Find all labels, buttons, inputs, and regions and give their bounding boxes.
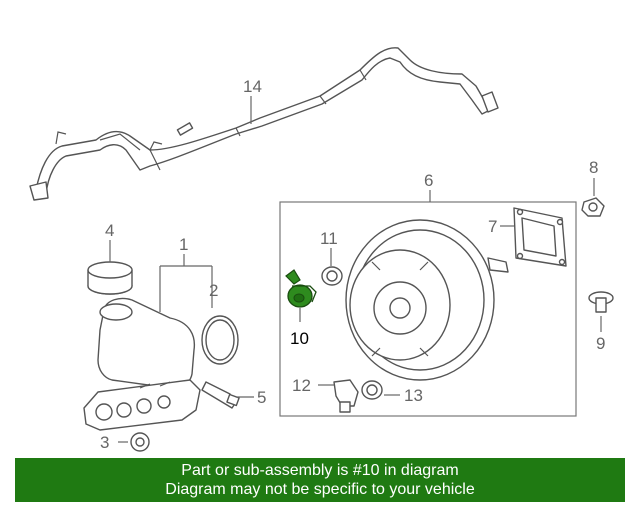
o-ring-part-2 xyxy=(201,315,239,365)
grommet-part-9 xyxy=(588,291,614,313)
master-cylinder-part-1 xyxy=(83,297,201,431)
leader-lines xyxy=(109,96,602,443)
parts-diagram: 14 4 1 2 5 3 6 7 8 9 10 11 12 13 xyxy=(29,47,614,452)
callout-13: 13 xyxy=(404,386,423,405)
callout-10: 10 xyxy=(290,329,309,348)
brake-booster xyxy=(345,219,509,381)
callout-4: 4 xyxy=(105,221,114,240)
sensor-part-5 xyxy=(201,381,240,409)
callout-1: 1 xyxy=(179,235,188,254)
grommet-part-13 xyxy=(361,380,383,400)
booster-assembly-frame-6 xyxy=(279,201,577,417)
reservoir-cap-part-4 xyxy=(87,261,133,295)
callout-8: 8 xyxy=(589,158,598,177)
banner-line-2: Diagram may not be specific to your vehi… xyxy=(165,481,475,498)
check-valve-part-12 xyxy=(333,379,359,413)
nut-part-3 xyxy=(130,432,150,452)
callout-6: 6 xyxy=(424,171,433,190)
callout-11: 11 xyxy=(320,229,338,248)
info-banner: Part or sub-assembly is #10 in diagram D… xyxy=(15,458,625,502)
callout-12: 12 xyxy=(292,376,311,395)
vacuum-hose-part-14 xyxy=(29,47,499,201)
washer-part-11 xyxy=(321,266,343,286)
callout-9: 9 xyxy=(596,334,605,353)
callout-5: 5 xyxy=(257,388,266,407)
callout-2: 2 xyxy=(209,281,218,300)
callout-7: 7 xyxy=(488,217,497,236)
gasket-part-7 xyxy=(513,207,567,267)
callout-14: 14 xyxy=(243,77,262,96)
callout-3: 3 xyxy=(100,433,109,452)
banner-line-1: Part or sub-assembly is #10 in diagram xyxy=(181,462,459,479)
nut-part-8 xyxy=(581,197,605,217)
highlighted-part-10[interactable] xyxy=(285,269,317,308)
